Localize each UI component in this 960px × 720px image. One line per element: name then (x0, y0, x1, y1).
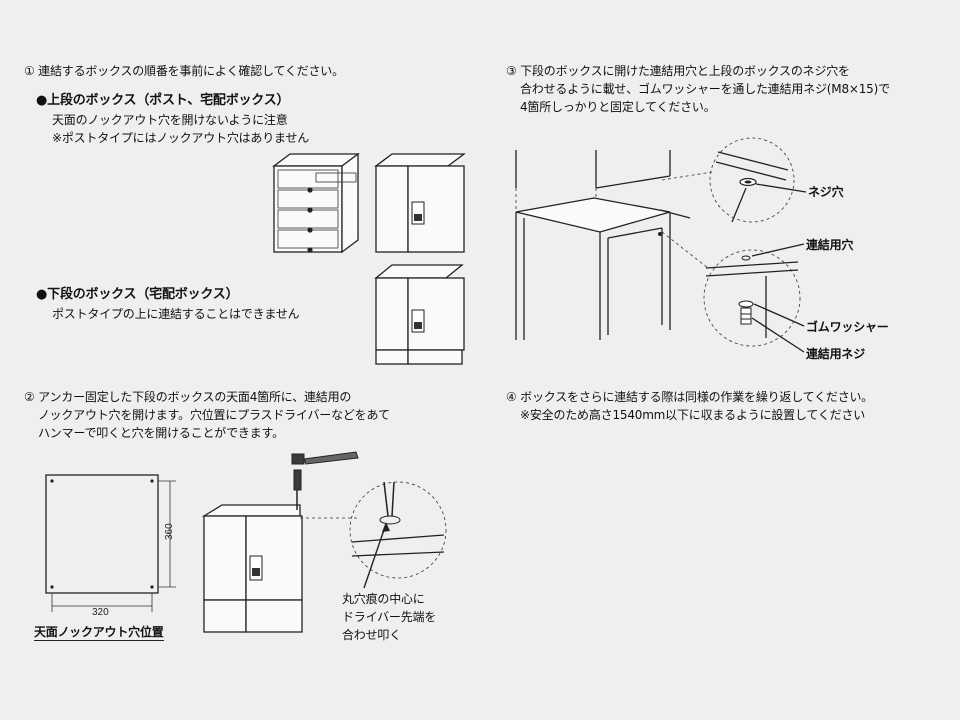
step1-heading: ① 連結するボックスの順番を事前によく確認してください。 (24, 64, 344, 78)
lower-box-title: ●下段のボックス（宅配ボックス） (36, 287, 239, 302)
label-link-screw: 連結用ネジ (806, 347, 866, 361)
screw-hole-detail (709, 137, 807, 223)
dim-width: 320 (92, 607, 109, 618)
label-link-hole: 連結用穴 (806, 238, 854, 252)
driver-note-3: 合わせ叩く (342, 628, 402, 642)
dim-height: 360 (164, 523, 175, 540)
driver-note-1: 丸穴痕の中心に (342, 592, 425, 606)
washer-screw-detail (703, 243, 805, 353)
knockout-box-illustration (201, 451, 359, 633)
delivery-box-lower-illustration (374, 264, 465, 365)
step2-line1: ② アンカー固定した下段のボックスの天面4箇所に、連結用の (24, 390, 352, 404)
upper-box-note: 天面のノックアウト穴を開けないように注意 (52, 113, 288, 127)
lower-box-note: ポストタイプの上に連結することはできません (52, 307, 300, 321)
step4-line2: ※安全のため高さ1540mm以下に収まるように設置してください (520, 408, 866, 422)
step3-line3: 4箇所しっかりと固定してください。 (520, 100, 716, 114)
post-box-illustration (272, 152, 360, 254)
hammer-icon (291, 451, 359, 465)
knockout-detail-circle (349, 481, 447, 589)
step2-line2: ノックアウト穴を開けます。穴位置にプラスドライバーなどをあて (38, 408, 390, 422)
step3-line1: ③ 下段のボックスに開けた連結用穴と上段のボックスのネジ穴を (506, 64, 850, 78)
step4-line1: ④ ボックスをさらに連結する際は同様の作業を繰り返してください。 (506, 390, 874, 404)
driver-note-2: ドライバー先端を (342, 610, 437, 624)
label-washer: ゴムワッシャー (806, 320, 889, 334)
stacking-illustration (515, 150, 713, 340)
upper-box-title: ●上段のボックス（ポスト、宅配ボックス） (36, 93, 290, 108)
knockout-position-caption: 天面ノックアウト穴位置 (34, 625, 164, 641)
upper-box-note-2: ※ポストタイプにはノックアウト穴はありません (52, 131, 310, 145)
top-panel-drawing: 320 360 (45, 474, 176, 618)
label-screw-hole: ネジ穴 (808, 185, 844, 199)
step3-line2: 合わせるように載せ、ゴムワッシャーを通した連結用ネジ(M8×15)で (520, 82, 890, 96)
screwdriver-icon (293, 469, 302, 510)
delivery-box-upper-illustration (374, 153, 466, 253)
step2-line3: ハンマーで叩くと穴を開けることができます。 (38, 426, 284, 440)
